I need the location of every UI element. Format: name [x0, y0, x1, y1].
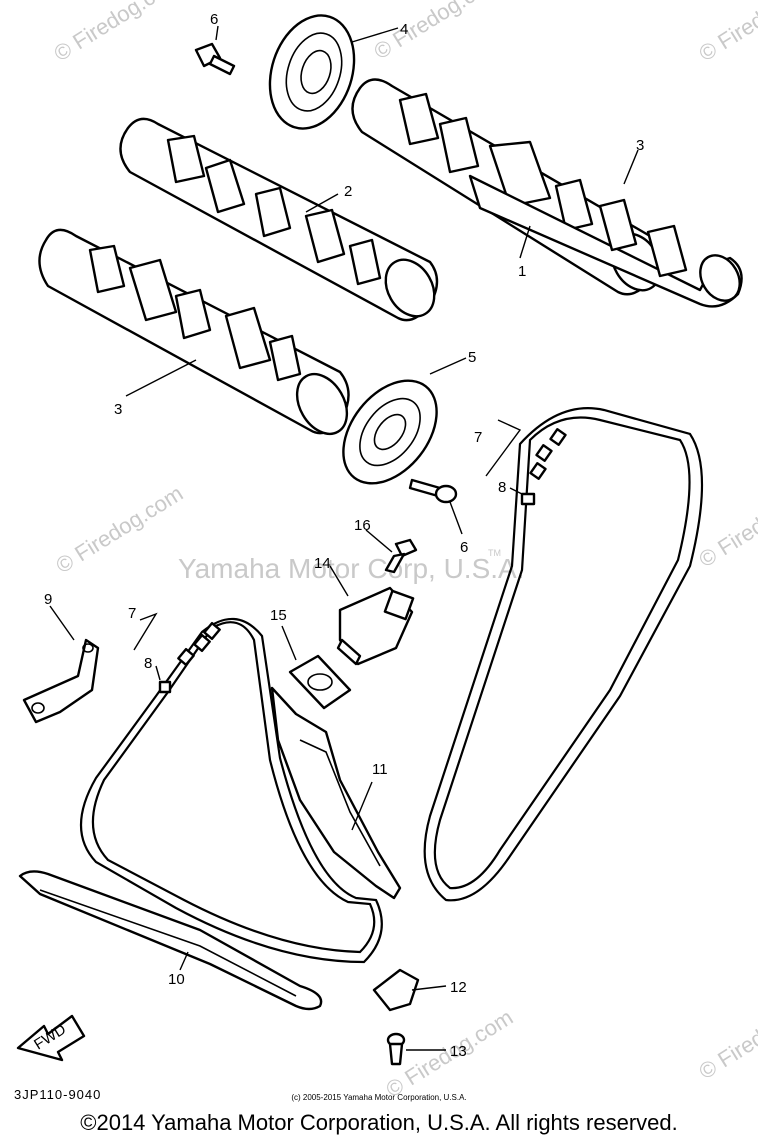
watermark-firedog-top-left: © Firedog.com	[49, 0, 185, 66]
bolt-top	[194, 42, 236, 76]
callout-6-top: 6	[210, 11, 218, 28]
cam-sprocket-middle	[342, 379, 438, 485]
tensioner-bolt	[384, 538, 418, 574]
callout-7-left: 7	[128, 605, 136, 622]
guide-stopper	[372, 968, 420, 1012]
cam-sprocket-top	[268, 14, 356, 130]
watermark-firedog-top-center: © Firedog.com	[369, 0, 505, 64]
callout-9: 9	[44, 591, 52, 608]
leader-lines	[49, 25, 639, 1051]
camshaft-3-right	[468, 174, 743, 308]
callout-6-middle: 6	[460, 539, 468, 556]
callout-3-left: 3	[114, 401, 122, 418]
chain-guide-intake	[270, 686, 402, 900]
callout-1: 1	[518, 263, 526, 280]
callout-5: 5	[468, 349, 476, 366]
watermark-center: Yamaha Motor Corp, U.S.A.	[178, 553, 525, 584]
chain-guide-exhaust	[18, 870, 323, 1011]
main-copyright: ©2014 Yamaha Motor Corporation, U.S.A. A…	[80, 1110, 678, 1135]
diagram-code: 3JP110-9040	[14, 1087, 102, 1102]
callout-labels: 1 2 3 3 4 5 6 6 7 7 8 8 9 10 11 12 13 14…	[44, 11, 644, 1060]
watermark-firedog-left: © Firedog.com	[51, 480, 187, 578]
callout-8-right: 8	[498, 479, 506, 496]
callout-10: 10	[168, 971, 185, 988]
chain-tensioner	[336, 586, 415, 666]
camshaft-3-left	[38, 228, 350, 436]
bolt-middle	[408, 478, 458, 504]
camshaft-2	[119, 117, 439, 322]
watermark-firedog-bottom-right: © Firedog.com	[694, 986, 758, 1084]
callout-8-left: 8	[144, 655, 152, 672]
watermark-firedog-mid-right: © Firedog.com	[694, 474, 758, 572]
callout-4: 4	[400, 21, 408, 38]
callout-11: 11	[372, 761, 388, 778]
callout-15: 15	[270, 607, 287, 624]
callout-16: 16	[354, 517, 371, 534]
watermark-tm: TM	[488, 548, 501, 558]
cam-chain-left	[79, 617, 383, 964]
forward-arrow-icon: FWD	[16, 1014, 86, 1062]
callout-12: 12	[450, 979, 467, 996]
callout-7-right: 7	[474, 429, 482, 446]
tensioner-gasket	[288, 654, 352, 710]
callout-13: 13	[450, 1043, 467, 1060]
cam-chain-right	[423, 407, 704, 902]
watermark-firedog-top-right: © Firedog.com	[694, 0, 758, 66]
callout-14: 14	[314, 555, 331, 572]
callout-3-right: 3	[636, 137, 644, 154]
callout-2: 2	[344, 183, 352, 200]
stopper-bolt	[386, 1032, 406, 1066]
guide-bracket	[22, 638, 100, 724]
master-link-left	[158, 621, 221, 694]
small-copyright: (c) 2005-2015 Yamaha Motor Corporation, …	[291, 1093, 467, 1102]
master-link-right	[520, 428, 567, 506]
